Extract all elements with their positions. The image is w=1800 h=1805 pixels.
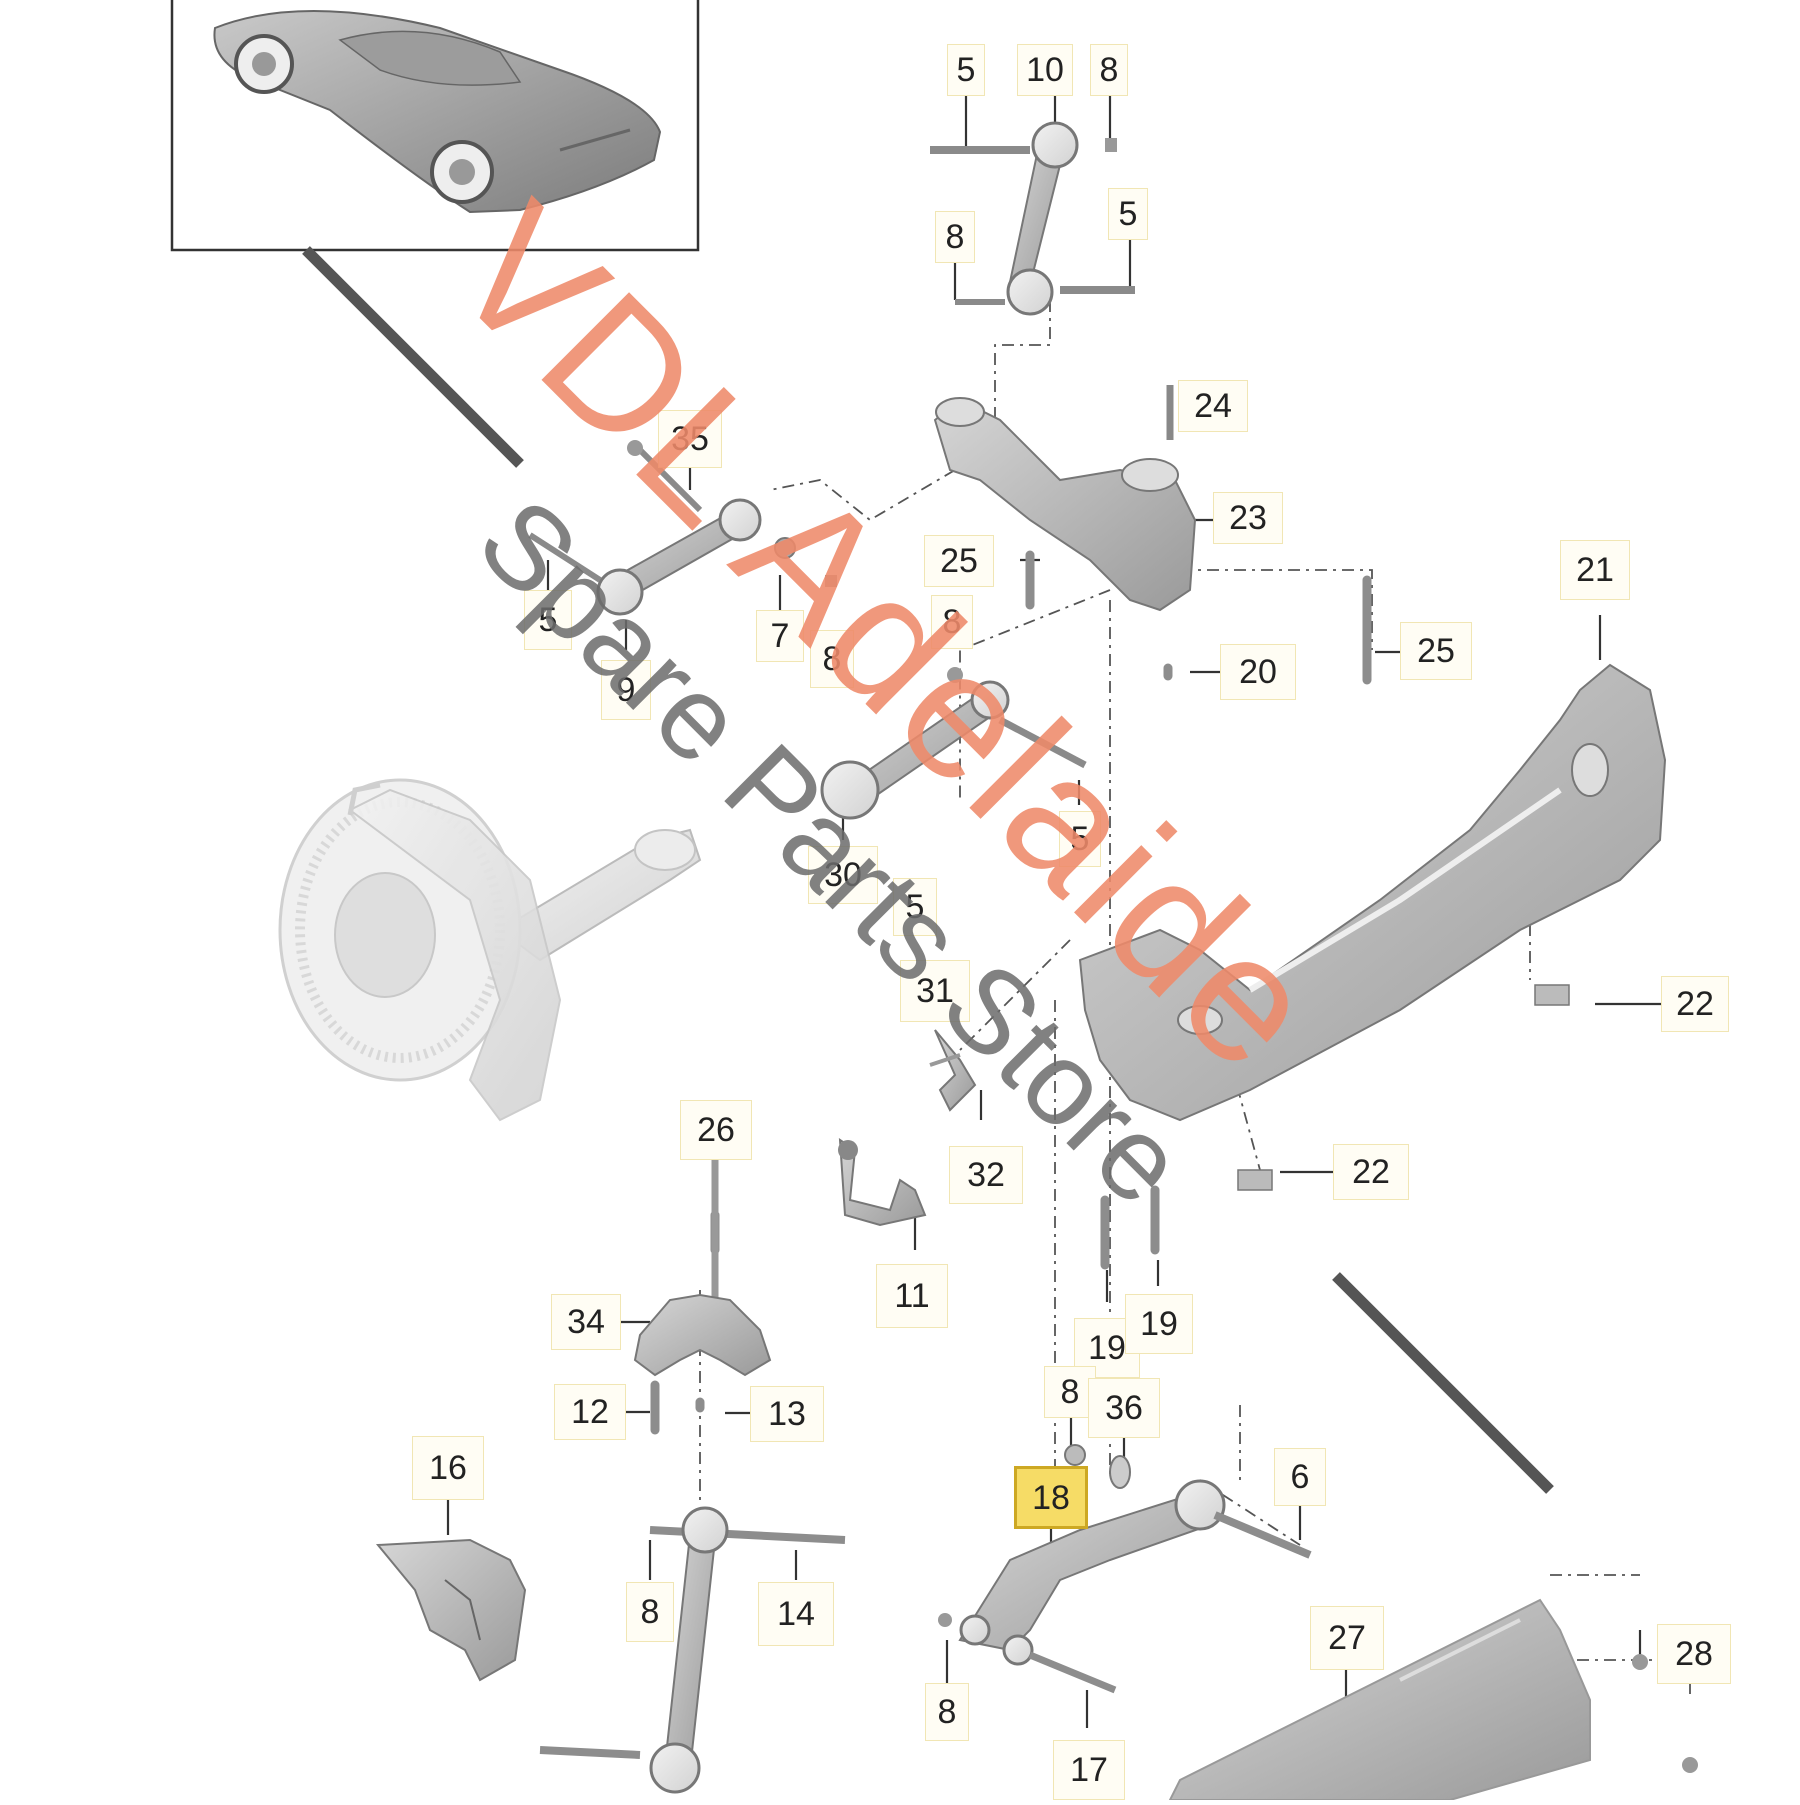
callout-5: 5 bbox=[1108, 188, 1148, 240]
callout-13: 13 bbox=[750, 1386, 824, 1442]
sensor-brackets bbox=[838, 1029, 977, 1227]
callout-17: 17 bbox=[1053, 1740, 1125, 1800]
callout-6: 6 bbox=[1274, 1448, 1326, 1506]
callout-28: 28 bbox=[1657, 1624, 1731, 1684]
callout-18-highlighted: 18 bbox=[1014, 1466, 1088, 1529]
callout-7: 7 bbox=[756, 610, 804, 662]
wheel-hub-assembly bbox=[278, 778, 702, 1122]
callout-26: 26 bbox=[680, 1100, 752, 1160]
rear-cross-member bbox=[1078, 663, 1667, 1191]
camber-link bbox=[539, 1506, 846, 1794]
callout-31: 31 bbox=[900, 960, 970, 1022]
callout-5: 5 bbox=[524, 590, 572, 650]
callout-16: 16 bbox=[412, 1436, 484, 1500]
callout-20: 20 bbox=[1220, 644, 1296, 700]
callout-12: 12 bbox=[554, 1384, 626, 1440]
callout-8: 8 bbox=[931, 595, 973, 649]
callout-25: 25 bbox=[1400, 622, 1472, 680]
lower-link-arm bbox=[820, 667, 1087, 820]
callout-21: 21 bbox=[1560, 540, 1630, 600]
callout-8: 8 bbox=[935, 211, 975, 263]
carrier-bracket bbox=[933, 385, 1197, 612]
callout-22: 22 bbox=[1661, 976, 1729, 1032]
transmission-mount bbox=[633, 1160, 772, 1377]
callout-8: 8 bbox=[1044, 1366, 1096, 1418]
callout-5: 5 bbox=[893, 878, 937, 936]
callout-8: 8 bbox=[626, 1582, 674, 1642]
callout-10: 10 bbox=[1017, 44, 1073, 96]
callout-32: 32 bbox=[949, 1146, 1023, 1204]
callout-5: 5 bbox=[947, 44, 985, 96]
callout-25: 25 bbox=[924, 535, 994, 587]
upper-link-arm bbox=[930, 121, 1135, 316]
heat-shield bbox=[375, 1538, 527, 1682]
callout-5: 5 bbox=[1059, 811, 1101, 867]
callout-23: 23 bbox=[1213, 492, 1283, 544]
callout-35: 35 bbox=[658, 410, 722, 468]
lower-wishbone bbox=[938, 1444, 1312, 1694]
callout-9: 9 bbox=[601, 660, 651, 720]
vehicle-inset bbox=[170, 0, 700, 252]
callout-34: 34 bbox=[551, 1294, 621, 1350]
toe-link-arm bbox=[528, 440, 837, 616]
callout-36: 36 bbox=[1088, 1378, 1160, 1438]
callout-8: 8 bbox=[925, 1683, 969, 1741]
callout-30: 30 bbox=[808, 846, 878, 904]
callout-27: 27 bbox=[1310, 1606, 1384, 1670]
callout-19: 19 bbox=[1125, 1294, 1193, 1354]
underbody-panel bbox=[1168, 1598, 1698, 1801]
watermark-bars bbox=[302, 246, 1554, 1494]
callout-8: 8 bbox=[1090, 44, 1128, 96]
callout-22: 22 bbox=[1333, 1144, 1409, 1200]
callout-24: 24 bbox=[1178, 380, 1248, 432]
callout-8: 8 bbox=[810, 630, 854, 688]
callout-14: 14 bbox=[758, 1582, 834, 1646]
callout-11: 11 bbox=[876, 1264, 948, 1328]
